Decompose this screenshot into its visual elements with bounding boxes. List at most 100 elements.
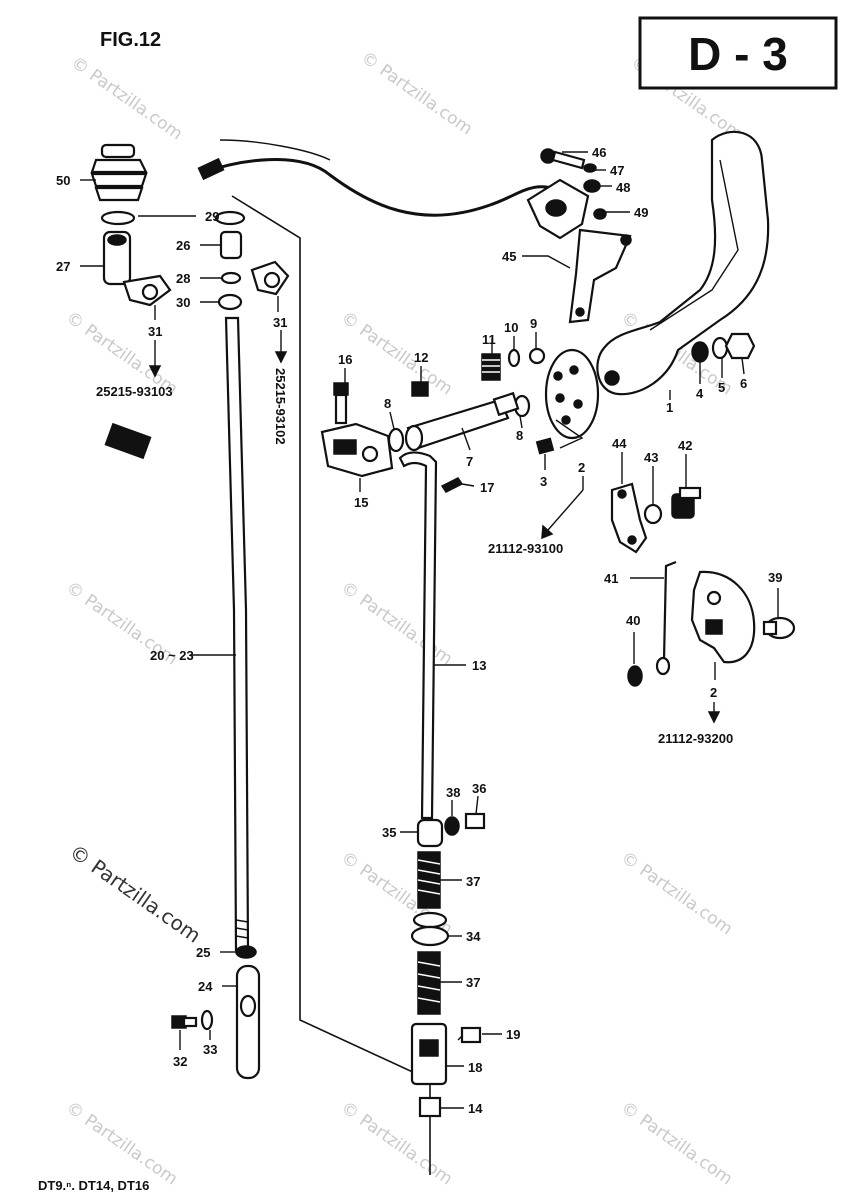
callout-35: 35 xyxy=(382,825,396,840)
watermark: © Partzilla.com xyxy=(62,1098,181,1190)
part-42-bolt xyxy=(671,486,702,519)
arrow-head xyxy=(707,711,721,724)
callout-41: 41 xyxy=(604,571,618,586)
callout-37: 37 xyxy=(466,975,480,990)
watermark-main: © Partzilla.com xyxy=(65,839,205,947)
callout-36: 36 xyxy=(472,781,486,796)
part-4-washer xyxy=(691,341,709,363)
callout-5: 5 xyxy=(718,380,725,395)
part-9-ball xyxy=(528,347,546,365)
callout-50: 50 xyxy=(56,173,70,188)
callout-8: 8 xyxy=(516,428,523,443)
callout-38: 38 xyxy=(446,785,460,800)
part-7-shaft xyxy=(404,391,520,452)
callout-25: 25 xyxy=(196,945,210,960)
callout-7: 7 xyxy=(466,454,473,469)
part-16-bolt xyxy=(333,382,349,425)
part-11-spring xyxy=(481,353,501,381)
callout-17: 17 xyxy=(480,480,494,495)
callout-29: 29 xyxy=(205,209,219,224)
part-46-screw xyxy=(540,148,586,170)
watermark: © Partzilla.com xyxy=(337,578,456,670)
part-13-rod xyxy=(398,451,438,820)
part-24-joint xyxy=(235,964,261,1080)
leader xyxy=(389,411,395,430)
callout-39: 39 xyxy=(768,570,782,585)
part-6-nut xyxy=(724,332,756,360)
cable-end xyxy=(197,157,225,181)
arrow-head xyxy=(148,365,162,378)
callout-37: 37 xyxy=(466,874,480,889)
callout-18: 18 xyxy=(468,1060,482,1075)
callout-19: 19 xyxy=(506,1027,520,1042)
part-number-21112-93200: 21112-93200 xyxy=(658,731,733,746)
leader xyxy=(519,415,523,429)
part-35-collar xyxy=(416,818,444,848)
part-10-washer xyxy=(507,348,521,368)
callout-46: 46 xyxy=(592,145,606,160)
callout-44: 44 xyxy=(612,436,627,451)
part-1-throttle-arm xyxy=(596,130,770,396)
callout-34: 34 xyxy=(466,929,481,944)
callout-16: 16 xyxy=(338,352,352,367)
part-18-joint xyxy=(410,1022,448,1086)
figure-label: FIG.12 xyxy=(100,29,161,51)
small-logo-mark xyxy=(104,422,152,460)
callout-49: 49 xyxy=(634,205,648,220)
watermark: © Partzilla.com xyxy=(337,308,456,400)
leader xyxy=(522,255,571,269)
part-number-25215-93102: 25215-93102 xyxy=(273,368,288,445)
callout-14: 14 xyxy=(468,1101,483,1116)
callout-26: 26 xyxy=(176,238,190,253)
watermark: © Partzilla.com xyxy=(357,48,476,140)
cable-wire xyxy=(219,139,331,161)
callout-3: 3 xyxy=(540,474,547,489)
part-32-bolt xyxy=(171,1015,198,1029)
callout-30: 30 xyxy=(176,295,190,310)
callout-48: 48 xyxy=(616,180,630,195)
part-5-washer xyxy=(711,336,729,360)
part-45-bracket xyxy=(526,178,632,324)
callout-31: 31 xyxy=(148,324,162,339)
part-40-nut xyxy=(627,665,643,687)
callout-31: 31 xyxy=(273,315,287,330)
part-number-25215-93103: 25215-93103 xyxy=(96,384,173,399)
part-39-bolt xyxy=(762,616,796,640)
rod-thread xyxy=(235,919,249,939)
watermark: © Partzilla.com xyxy=(617,848,736,940)
leader xyxy=(475,795,479,815)
callout-20-23: 20 ~ 23 xyxy=(150,648,194,663)
watermark: © Partzilla.com xyxy=(67,53,186,145)
part-25-nut xyxy=(235,945,257,959)
callout-43: 43 xyxy=(644,450,658,465)
part-34-spacer xyxy=(410,911,450,947)
part-41-rod xyxy=(655,560,677,676)
part-12-nut xyxy=(411,381,429,397)
part-3-screw xyxy=(535,437,555,455)
part-8-washer xyxy=(387,427,405,453)
part-2-cam-plate xyxy=(544,348,600,440)
part-number-21112-93100: 21112-93100 xyxy=(488,541,563,556)
callout-28: 28 xyxy=(176,271,190,286)
part-43-washer xyxy=(643,503,663,525)
part-47-washer xyxy=(583,163,597,173)
part-26-fitting xyxy=(214,210,290,311)
model-list: DT9.ⁿ. DT14, DT16 xyxy=(38,1178,149,1193)
part-15-bracket xyxy=(320,422,394,478)
callout-13: 13 xyxy=(472,658,486,673)
part-37-spring-upper xyxy=(417,851,441,909)
callout-9: 9 xyxy=(530,316,537,331)
callout-11: 11 xyxy=(482,332,496,347)
part-44-link xyxy=(610,482,648,554)
callout-33: 33 xyxy=(203,1042,217,1057)
callout-24: 24 xyxy=(198,979,213,994)
callout-4: 4 xyxy=(696,386,704,401)
part-2-plate-lower xyxy=(690,570,756,664)
figure-code: D - 3 xyxy=(688,28,788,80)
part-48-nut xyxy=(583,179,601,193)
part-50-boot xyxy=(90,143,148,202)
arrow-head xyxy=(541,524,554,540)
callout-6: 6 xyxy=(740,376,747,391)
callout-15: 15 xyxy=(354,495,368,510)
